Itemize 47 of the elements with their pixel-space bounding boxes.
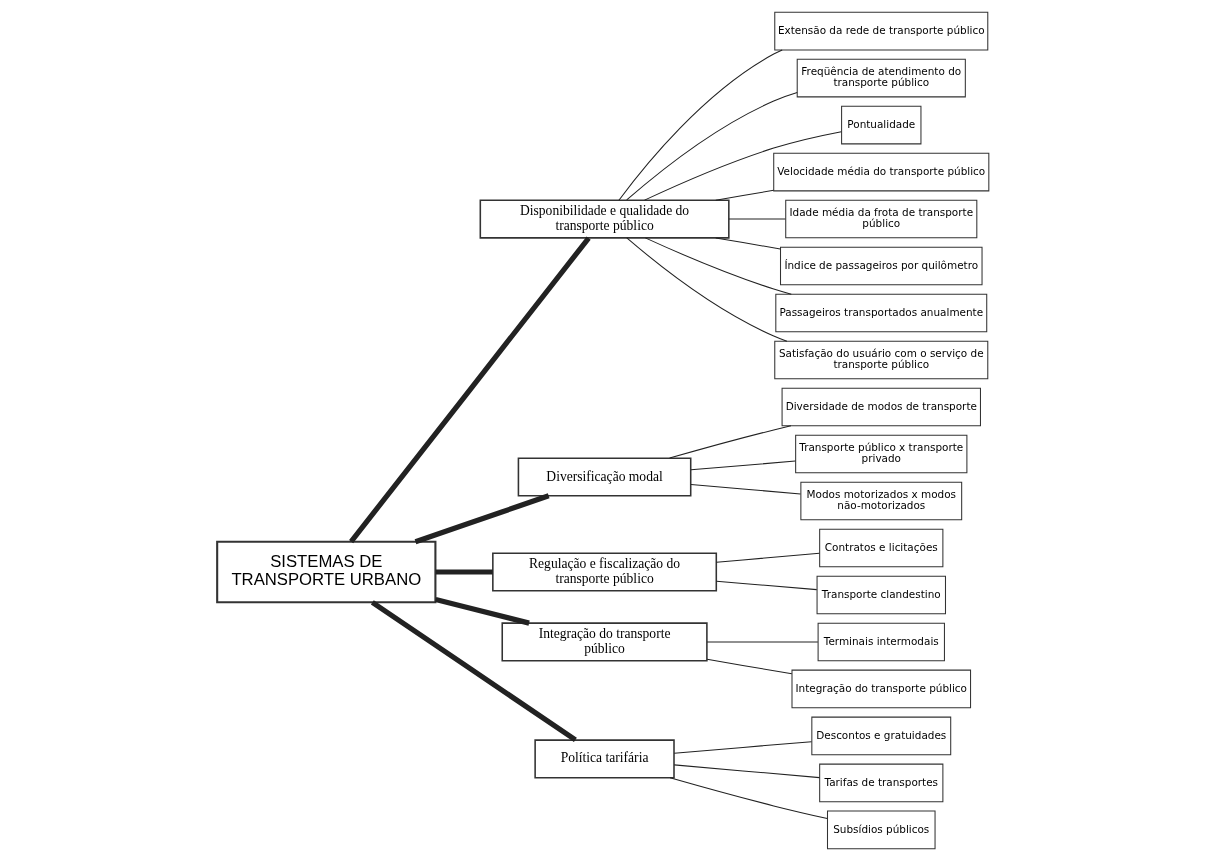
connector (714, 237, 781, 250)
node-box: Tarifas de transportes (818, 763, 943, 803)
node-box: Disponibilidade e qualidade do transporte público (479, 199, 730, 239)
connector (689, 460, 796, 471)
connector (706, 658, 792, 675)
connector (617, 49, 783, 201)
connector (706, 641, 818, 643)
node-box: Contratos e licitações (818, 528, 943, 568)
connector (370, 600, 577, 743)
connector (715, 552, 820, 563)
connector (625, 237, 787, 342)
node-box: Regulação e fiscalização do transporte público (491, 552, 717, 592)
node-box: Satisfação do usuário com o serviço de transporte público (773, 340, 988, 380)
node-box: Velocidade média do transporte público (772, 152, 989, 192)
node-box: Integração do transporte público (500, 622, 708, 662)
node-box: Índice de passageiros por quilômetro (779, 246, 983, 286)
connector (348, 236, 591, 544)
node-box: Integração do transporte público (791, 669, 971, 709)
connector (673, 741, 812, 754)
connector (727, 218, 786, 220)
connector (644, 237, 792, 295)
node-box: Passageiros transportados anualmente (774, 293, 987, 333)
connector (434, 596, 530, 626)
node-box: Diversificação modal (517, 457, 691, 497)
node-box: SISTEMAS DE TRANSPORTE URBANO (215, 540, 436, 604)
connector (414, 493, 550, 545)
node-box: Política tarifária (533, 739, 675, 779)
connector (435, 569, 493, 575)
connector (643, 131, 842, 201)
node-box: Pontualidade (840, 105, 921, 145)
node-box: Modos motorizados x modos não-motorizados (799, 481, 962, 521)
node-box: Descontos e gratuidades (810, 716, 951, 756)
node-box: Diversidade de modos de transporte (781, 387, 981, 427)
connector (668, 425, 791, 459)
connector (714, 189, 774, 201)
node-box: Idade média da frota de transporte público (784, 199, 977, 239)
node-box: Extensão da rede de transporte público (773, 11, 988, 51)
node-box: Transporte clandestino (816, 575, 946, 615)
connector (673, 764, 820, 779)
node-box: Subsídios públicos (826, 810, 936, 850)
node-box: Freqüência de atendimento do transporte público (796, 58, 966, 98)
connector (625, 92, 798, 201)
node-box: Transporte público x transporte privado (794, 434, 967, 474)
node-box: Terminais intermodais (817, 622, 945, 662)
connector (669, 777, 828, 820)
connector (715, 580, 817, 591)
connector (689, 483, 801, 495)
